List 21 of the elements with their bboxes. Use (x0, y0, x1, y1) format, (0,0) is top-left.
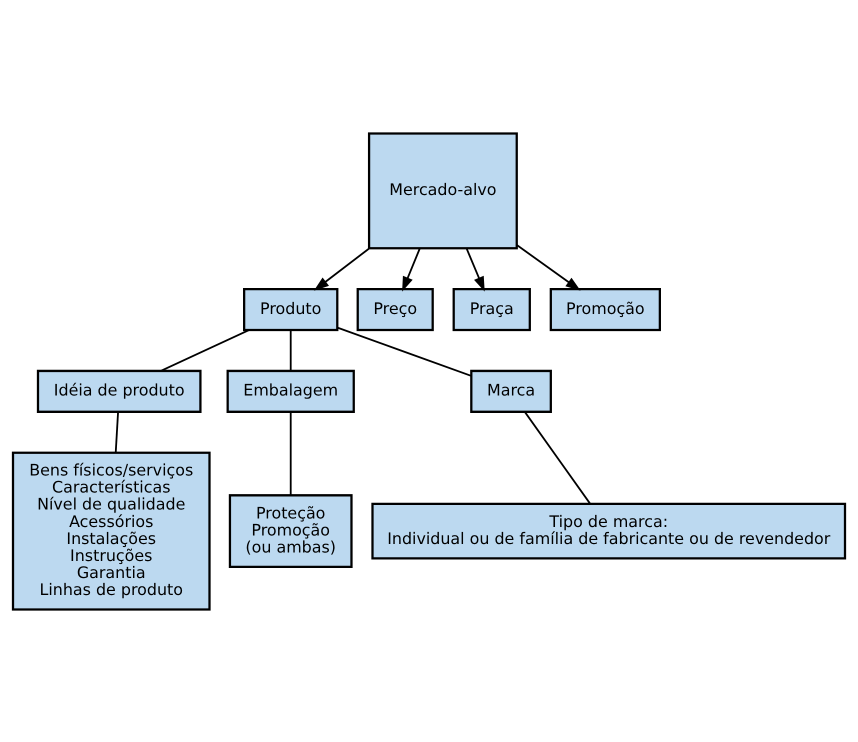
node-box: Idéia de produto (36, 369, 202, 412)
node-box: Tipo de marca: Individual ou de família de fabricante ou de revendedor (371, 502, 846, 559)
connector (290, 411, 292, 495)
arrow (466, 248, 485, 292)
node-box: Mercado-alvo (368, 132, 518, 249)
arrow (314, 247, 370, 290)
node-box: Embalagem (226, 369, 355, 412)
node-box: Praça (452, 288, 531, 331)
node-box: Promoção (550, 288, 661, 331)
connector (524, 410, 591, 504)
arrow (516, 244, 581, 290)
connector (114, 411, 119, 452)
node-box: Bens físicos/serviços Características Nível de qualidade Acessórios Instalações Instruções Garantia Linhas de produto (12, 451, 211, 610)
node-box: Produto (243, 288, 338, 331)
connector (160, 328, 250, 372)
arrow (402, 248, 421, 292)
node-box: Marca (470, 369, 552, 412)
node-box: Preço (356, 288, 434, 331)
connector (290, 330, 292, 370)
connector (337, 326, 472, 376)
node-box: Proteção Promoção (ou ambas) (228, 494, 353, 568)
